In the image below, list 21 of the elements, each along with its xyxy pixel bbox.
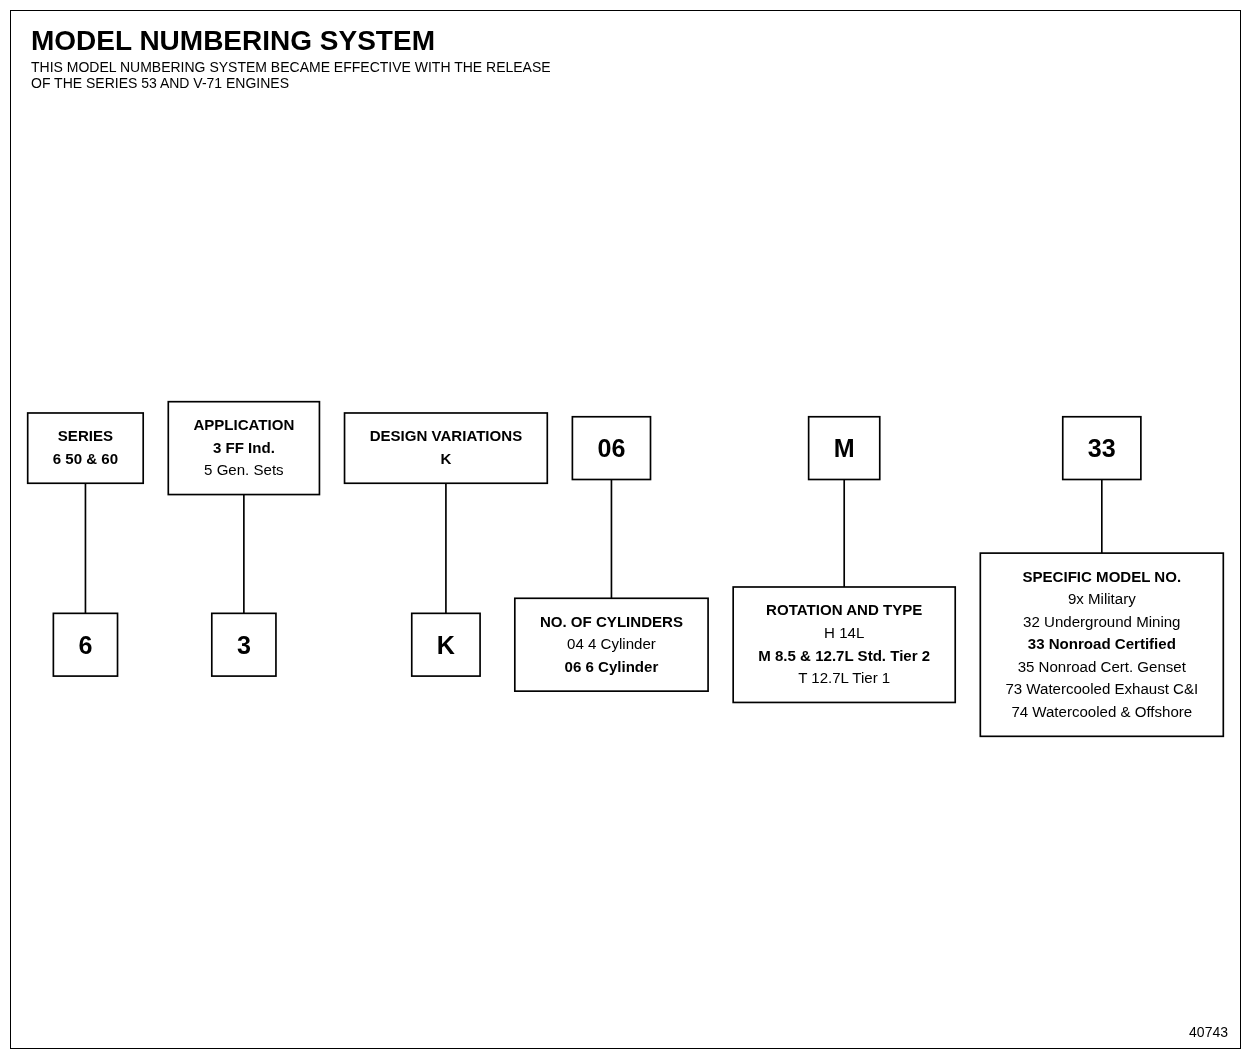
node-box: 33 — [1061, 416, 1142, 481]
connector — [1100, 479, 1103, 555]
node-box: M — [807, 416, 881, 481]
connector — [610, 479, 613, 600]
node-box: APPLICATION 3 FF Ind. 5 Gen. Sets — [167, 401, 321, 496]
node-box: NO. OF CYLINDERS 04 4 Cylinder 06 6 Cylinder — [513, 597, 709, 693]
node-box: SPECIFIC MODEL NO. 9x Military 32 Underground Mining 33 Nonroad Certified 35 Nonroad Cert. Genset 73 Watercooled Exhaust C&I 74 Watercooled & Offshore — [979, 552, 1225, 738]
node-box: ROTATION AND TYPE H 14L M 8.5 & 12.7L Std. Tier 2 T 12.7L Tier 1 — [732, 586, 957, 704]
node-box: 6 — [52, 613, 119, 678]
figure-number: 40743 — [1189, 1024, 1228, 1040]
node-box: 3 — [210, 613, 277, 678]
node-box: 06 — [571, 416, 652, 481]
diagram-title: MODEL NUMBERING SYSTEM — [31, 25, 436, 57]
connector — [243, 494, 245, 615]
connector — [445, 482, 447, 615]
node-box: K — [410, 613, 481, 678]
connector — [84, 482, 87, 615]
subtitle: THIS MODEL NUMBERING SYSTEM BECAME EFFECTIVE WITH THE RELEASE OF THE SERIES 53 AND V-71 ENGINES — [31, 59, 551, 91]
node-box: SERIES 6 50 & 60 — [26, 412, 145, 485]
connector — [843, 479, 846, 589]
node-box: DESIGN VARIATIONS K — [343, 412, 549, 485]
